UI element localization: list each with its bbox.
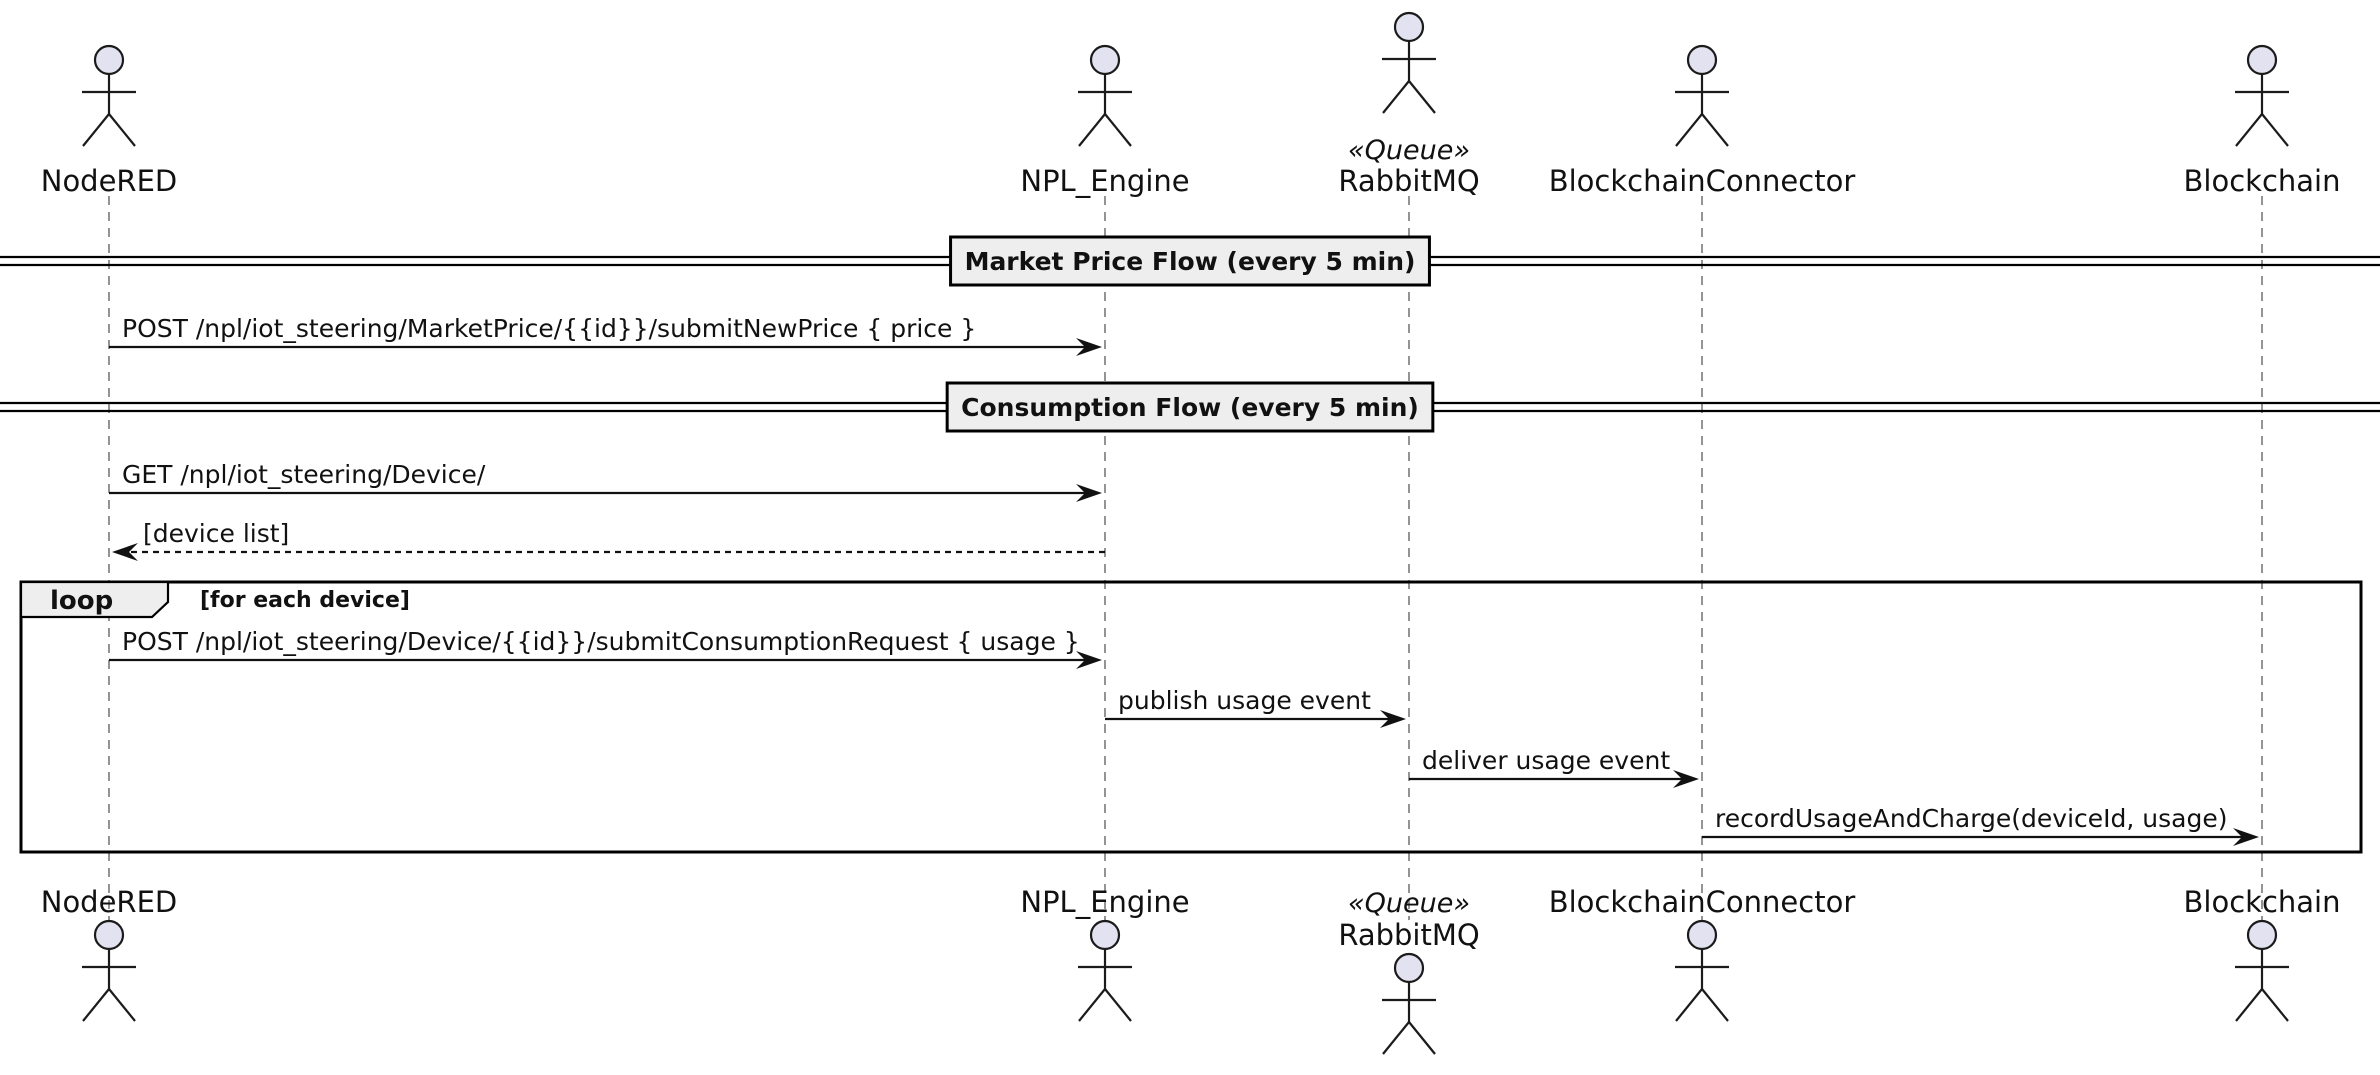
actor-label-rabbit: RabbitMQ — [1338, 164, 1479, 198]
actor-figure-bottom-nodered — [82, 919, 136, 1022]
message-label: recordUsageAndCharge(deviceId, usage) — [1715, 804, 2227, 833]
loop-guard: [for each device] — [200, 588, 410, 613]
actor-label-npl: NPL_Engine — [1020, 164, 1189, 198]
actor-label-bottom-rabbit: RabbitMQ — [1338, 918, 1479, 952]
loop-frame: loop [for each device] — [19, 580, 2363, 854]
message-arrowhead — [112, 543, 138, 561]
actor-figure-rabbit — [1382, 11, 1436, 114]
message-label: publish usage event — [1118, 686, 1371, 715]
message: POST /npl/iot_steering/MarketPrice/{{id}… — [109, 314, 1102, 356]
actor-label-bottom-npl: NPL_Engine — [1020, 885, 1189, 919]
message-label: POST /npl/iot_steering/Device/{{id}}/sub… — [122, 627, 1080, 656]
section-divider-label: Consumption Flow (every 5 min) — [961, 393, 1419, 422]
messages: POST /npl/iot_steering/MarketPrice/{{id}… — [109, 314, 2259, 846]
actor-figure-bottom-npl — [1078, 919, 1132, 1022]
message-arrowhead — [2233, 828, 2259, 846]
loop-frame-tab — [19, 580, 170, 619]
message: [device list] — [112, 519, 1105, 561]
actor-label-chain: Blockchain — [2184, 164, 2341, 198]
actor-label-bottom-nodered: NodeRED — [41, 885, 178, 919]
message-label: GET /npl/iot_steering/Device/ — [122, 460, 486, 489]
message-arrowhead — [1076, 338, 1102, 356]
section-divider-label: Market Price Flow (every 5 min) — [965, 247, 1416, 276]
message-label: deliver usage event — [1422, 746, 1670, 775]
actor-stereotype-bottom-rabbit: «Queue» — [1348, 888, 1470, 919]
actor-stereotype-rabbit: «Queue» — [1348, 135, 1470, 166]
message: deliver usage event — [1409, 746, 1699, 788]
actor-label-bottom-bcconn: BlockchainConnector — [1549, 885, 1856, 919]
actor-label-bcconn: BlockchainConnector — [1549, 164, 1856, 198]
message-label: [device list] — [143, 519, 289, 548]
message-label: POST /npl/iot_steering/MarketPrice/{{id}… — [122, 314, 976, 343]
lifelines — [108, 196, 2263, 920]
actors: NodeREDNodeREDNPL_EngineNPL_Engine«Queue… — [41, 11, 2341, 1055]
actor-figure-nodered — [82, 44, 136, 147]
section-divider: Consumption Flow (every 5 min) — [0, 381, 2380, 433]
actor-figure-chain — [2235, 44, 2289, 147]
loop-keyword: loop — [50, 586, 113, 616]
section-dividers: Market Price Flow (every 5 min) Consumpti… — [0, 235, 2380, 433]
message: GET /npl/iot_steering/Device/ — [109, 460, 1102, 502]
message-arrowhead — [1673, 770, 1699, 788]
message-arrowhead — [1076, 651, 1102, 669]
actor-label-nodered: NodeRED — [41, 164, 178, 198]
actor-figure-bottom-chain — [2235, 919, 2289, 1022]
message: recordUsageAndCharge(deviceId, usage) — [1702, 804, 2259, 846]
loop-frame-border — [19, 580, 2363, 854]
section-divider: Market Price Flow (every 5 min) — [0, 235, 2380, 287]
actor-figure-bcconn — [1675, 44, 1729, 147]
actor-figure-bottom-rabbit — [1382, 952, 1436, 1055]
actor-figure-npl — [1078, 44, 1132, 147]
actor-figure-bottom-bcconn — [1675, 919, 1729, 1022]
message: publish usage event — [1105, 686, 1406, 728]
message: POST /npl/iot_steering/Device/{{id}}/sub… — [109, 627, 1102, 669]
message-arrowhead — [1076, 484, 1102, 502]
actor-label-bottom-chain: Blockchain — [2184, 885, 2341, 919]
message-arrowhead — [1380, 710, 1406, 728]
